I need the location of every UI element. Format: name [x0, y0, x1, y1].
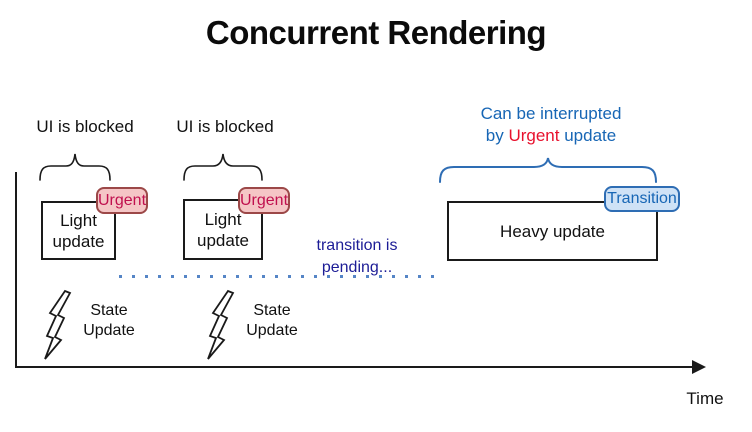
light-update-box-1-line2: update: [52, 231, 105, 251]
time-axis-line: [15, 366, 694, 368]
interrupt-annotation: Can be interrupted by Urgent update: [451, 103, 651, 147]
transition-pending-line1: transition is: [316, 237, 398, 254]
light-update-box-2-line1: Light: [204, 209, 242, 229]
state-update-label-1-line2: Update: [83, 322, 135, 339]
pending-transition-dotted-line: [119, 275, 441, 278]
heavy-update-box-label: Heavy update: [500, 221, 605, 241]
lightning-bolt-icon-2: [206, 289, 236, 361]
interrupt-annotation-line2: by Urgent update: [451, 125, 651, 147]
ui-blocked-label-2: UI is blocked: [176, 117, 274, 136]
annotation-by-text: by: [485, 126, 509, 145]
ui-blocked-label-1: UI is blocked: [36, 117, 134, 136]
state-update-label-2: State Update: [239, 301, 305, 341]
lightning-bolt-icon-1: [43, 289, 73, 361]
urgent-badge-2: Urgent: [238, 187, 290, 214]
transition-pending-label: transition is pending...: [297, 235, 417, 279]
light-update-box-2-line2: update: [197, 230, 249, 250]
curly-brace-icon-2: [182, 151, 264, 182]
state-update-label-2-line1: State: [253, 302, 291, 319]
state-update-label-1: State Update: [76, 301, 142, 341]
state-update-label-2-line2: Update: [246, 322, 298, 339]
annotation-update-text: update: [559, 126, 617, 145]
y-axis-line: [15, 172, 17, 368]
transition-pending-line2: pending...: [321, 259, 393, 276]
annotation-urgent-text: Urgent: [508, 126, 560, 145]
time-axis-label: Time: [686, 389, 724, 408]
curly-brace-icon-blue: [438, 156, 658, 184]
interrupt-annotation-line1: Can be interrupted: [480, 104, 622, 123]
urgent-badge-1: Urgent: [96, 187, 148, 214]
curly-brace-icon-1: [38, 151, 112, 182]
transition-badge: Transition: [604, 186, 680, 212]
state-update-label-1-line1: State: [90, 302, 128, 319]
light-update-box-1-line1: Light: [60, 210, 97, 230]
time-axis-arrow-icon: [692, 360, 706, 374]
diagram-title: Concurrent Rendering: [205, 14, 547, 51]
